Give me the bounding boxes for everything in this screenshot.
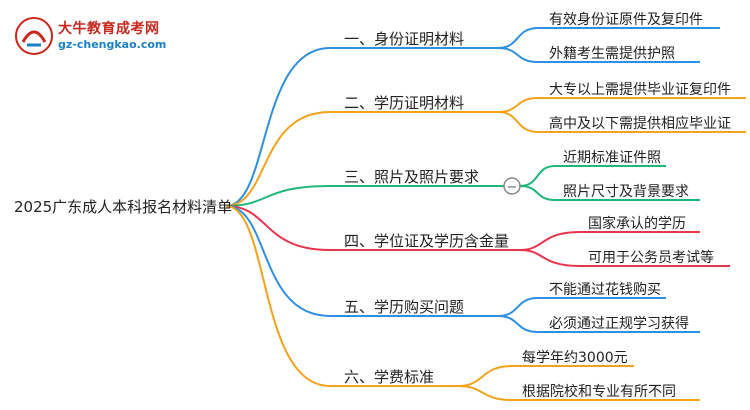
connector-root-branch-5 <box>225 205 331 317</box>
connector-branch-5-leaf-2 <box>497 315 539 333</box>
leaf-3-2[interactable]: 照片尺寸及背景要求 <box>563 184 689 200</box>
branch-1-label[interactable]: 一、身份证明材料 <box>344 30 465 48</box>
connector-root-branch-6 <box>225 205 331 387</box>
connector-branch-1-leaf-2 <box>497 47 539 63</box>
connector-branch-1-leaf-1 <box>497 27 539 49</box>
leaf-2-1[interactable]: 大专以上需提供毕业证复印件 <box>549 82 731 98</box>
connector-branch-2-leaf-1 <box>497 97 539 113</box>
connector-branch-4-leaf-2 <box>519 249 581 267</box>
leaf-5-1[interactable]: 不能通过花钱购买 <box>549 282 661 298</box>
branch-6-label[interactable]: 六、学费标准 <box>344 368 435 386</box>
logo-title: 大牛教育成考网 <box>58 21 160 37</box>
leaf-4-1[interactable]: 国家承认的学历 <box>588 216 686 232</box>
branch-4-label[interactable]: 四、学位证及学历含金量 <box>344 232 510 250</box>
collapse-toggle-icon[interactable]: − <box>503 177 521 195</box>
connector-root-branch-3 <box>225 185 331 207</box>
leaf-3-1[interactable]: 近期标准证件照 <box>563 150 661 166</box>
leaf-6-2[interactable]: 根据院校和专业有所不同 <box>522 384 676 400</box>
branch-5-label[interactable]: 五、学历购买问题 <box>344 298 465 316</box>
connector-branch-6-leaf-2 <box>457 385 513 401</box>
leaf-5-2[interactable]: 必须通过正规学习获得 <box>549 316 689 332</box>
branch-2-label[interactable]: 二、学历证明材料 <box>344 94 465 112</box>
logo-url[interactable]: gz-chengkao.com <box>58 38 167 51</box>
connector-branch-3-leaf-2 <box>519 185 556 201</box>
connector-root-branch-4 <box>225 205 331 251</box>
connector-branch-3-leaf-1 <box>519 165 556 187</box>
leaf-1-1[interactable]: 有效身份证原件及复印件 <box>549 12 703 28</box>
root-node[interactable]: 2025广东成人本科报名材料清单 <box>14 198 233 216</box>
leaf-2-2[interactable]: 高中及以下需提供相应毕业证 <box>549 116 731 132</box>
leaf-1-2[interactable]: 外籍考生需提供护照 <box>549 46 675 62</box>
site-logo[interactable]: 大牛教育成考网 gz-chengkao.com <box>14 16 204 56</box>
connector-branch-6-leaf-1 <box>457 365 513 387</box>
collapse-toggle-symbol: − <box>507 180 518 195</box>
leaf-6-1[interactable]: 每学年约3000元 <box>522 350 628 366</box>
connector-root-branch-1 <box>225 47 331 207</box>
connector-root-branch-2 <box>225 111 331 207</box>
connector-branch-2-leaf-2 <box>497 111 539 133</box>
connector-branch-4-leaf-1 <box>519 231 581 251</box>
branch-3-label[interactable]: 三、照片及照片要求 <box>344 168 480 186</box>
connector-branch-5-leaf-1 <box>497 297 539 317</box>
leaf-4-2[interactable]: 可用于公务员考试等 <box>588 250 714 266</box>
logo-badge-icon <box>15 17 53 55</box>
